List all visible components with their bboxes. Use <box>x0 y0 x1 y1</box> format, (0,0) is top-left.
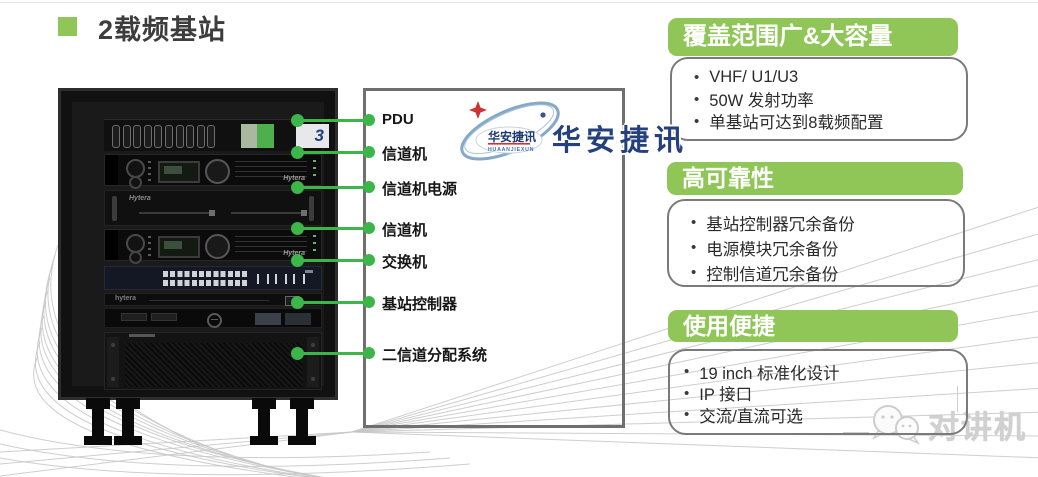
rack-cavity: 3 Hytera Hytera <box>72 102 329 390</box>
repeater-unit-2: Hytera <box>104 229 322 264</box>
bullet-item: VHF/ U1/U3 <box>672 66 966 88</box>
psu-slot <box>139 210 215 216</box>
bullet-item: 19 inch 标准化设计 <box>670 361 966 383</box>
psu-handle <box>309 196 314 221</box>
uplink-ports <box>257 274 309 284</box>
pdu-sockets <box>112 125 216 148</box>
channel-knob-icon <box>129 251 142 264</box>
server-rack: 3 Hytera Hytera <box>58 88 338 445</box>
panel-bullet-box: 基站控制器冗余备份 电源模块冗余备份 控制信道冗余备份 <box>667 199 965 287</box>
rack-label-controller: 基站控制器 <box>382 296 458 313</box>
connector-line <box>291 296 375 309</box>
pdu-indicator-panel <box>241 124 274 148</box>
logo-badge-text: 华安捷讯 <box>488 129 536 144</box>
selector-knob-icon <box>205 159 230 184</box>
company-name: 华安捷讯 <box>552 125 689 157</box>
ethernet-ports <box>163 280 249 286</box>
vent-grille <box>235 236 307 252</box>
channel-divider-unit <box>104 332 322 390</box>
bullet-item: 基站控制器冗余备份 <box>669 210 963 235</box>
orbit-dot-icon <box>540 112 546 118</box>
panel-bullet-box: 19 inch 标准化设计 IP 接口 交流/直流可选 <box>668 349 968 435</box>
led-column <box>148 161 151 181</box>
psu-handle <box>112 196 117 221</box>
rack-label-pdu: PDU <box>382 111 414 128</box>
connector-line <box>291 114 375 127</box>
repeater-display <box>158 236 200 258</box>
bullet-item: 50W 发射功率 <box>672 88 966 110</box>
repeater-display <box>158 161 200 183</box>
rack-label-psu: 信道机电源 <box>382 181 458 198</box>
logo-badge-subtext: HUAANJIEXUN <box>488 147 534 153</box>
bullet-item: 控制信道冗余备份 <box>669 260 963 285</box>
bullet-item: IP 接口 <box>670 383 966 404</box>
panel-title: 使用便捷 <box>668 310 958 342</box>
connector-line <box>291 146 375 159</box>
watermark-line <box>843 432 869 433</box>
panel-title: 覆盖范围广&大容量 <box>668 18 958 56</box>
repeater-unit-1: Hytera <box>104 154 322 189</box>
psu-slot <box>231 210 307 216</box>
connector-line <box>291 181 375 194</box>
rack-foot <box>114 398 142 445</box>
selector-knob-icon <box>205 234 230 259</box>
switch-unit <box>104 266 322 290</box>
brand-label: hytera <box>115 295 137 302</box>
connector-line <box>291 254 375 267</box>
rack-foot <box>288 398 316 445</box>
brand-label: Hytera <box>283 250 305 257</box>
rack-label-switch: 交换机 <box>382 254 428 271</box>
rack-label-channel-divider: 二信道分配系统 <box>382 347 488 364</box>
server-emblem-icon <box>207 313 222 328</box>
psu-unit: Hytera <box>104 190 322 226</box>
pdu-unit: 3 <box>104 119 329 151</box>
title-bullet-square <box>58 17 77 36</box>
brand-label: Hytera <box>283 175 305 182</box>
channel-knob-icon <box>129 176 142 189</box>
status-leds <box>313 235 316 255</box>
bullet-item: 电源模块冗余备份 <box>669 235 963 260</box>
pdu-logo-panel: 3 <box>296 124 329 148</box>
vent-grille <box>235 161 307 177</box>
brand-label: Hytera <box>129 195 151 202</box>
led-column <box>148 236 151 256</box>
star-icon <box>469 101 487 119</box>
slim-unit: hytera <box>104 293 322 306</box>
rack-foot <box>250 398 278 445</box>
title-row: 2载频基站 <box>58 8 226 47</box>
rack-label-repeater-2: 信道机 <box>382 222 428 239</box>
rack-foot <box>84 398 112 445</box>
panel-title: 高可靠性 <box>667 162 963 195</box>
company-logo: 华安捷讯 HUAANJIEXUN <box>460 101 560 161</box>
rack-label-repeater-1: 信道机 <box>382 146 428 163</box>
page-title: 2载频基站 <box>98 15 227 45</box>
switch-led <box>305 270 313 273</box>
connector-line <box>291 347 375 360</box>
bullet-item: 交流/直流可选 <box>670 404 966 426</box>
vent-mesh <box>125 343 303 387</box>
status-leds <box>313 160 316 180</box>
panel-bullet-box: VHF/ U1/U3 50W 发射功率 单基站可达到8载频配置 <box>670 57 968 141</box>
controller-unit <box>104 308 322 328</box>
connector-line <box>291 222 375 235</box>
ethernet-ports <box>163 271 249 277</box>
top-divider-line <box>0 2 1038 3</box>
bullet-item: 单基站可达到8载频配置 <box>672 110 966 132</box>
